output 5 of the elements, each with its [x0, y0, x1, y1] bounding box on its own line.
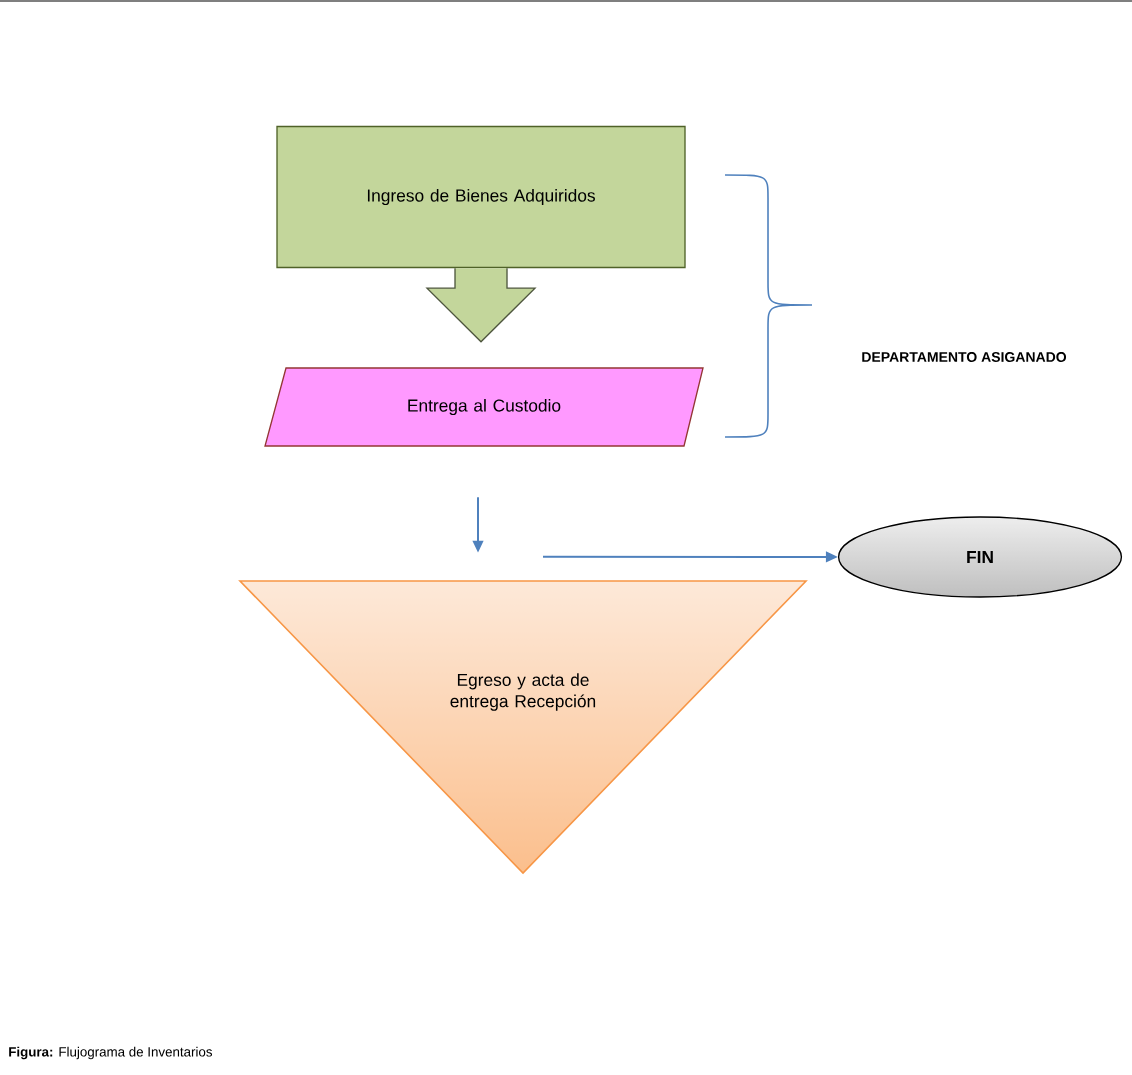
group-label: DEPARTAMENTO ASIGANADO [862, 352, 1067, 362]
caption: Figura: Flujograma de Inventarios [9, 1046, 213, 1060]
process-box: Ingreso de Bienes Adquiridos [276, 125, 686, 269]
arrow [425, 267, 537, 343]
data-parallelogram: Entrega al Custodio [264, 367, 704, 447]
